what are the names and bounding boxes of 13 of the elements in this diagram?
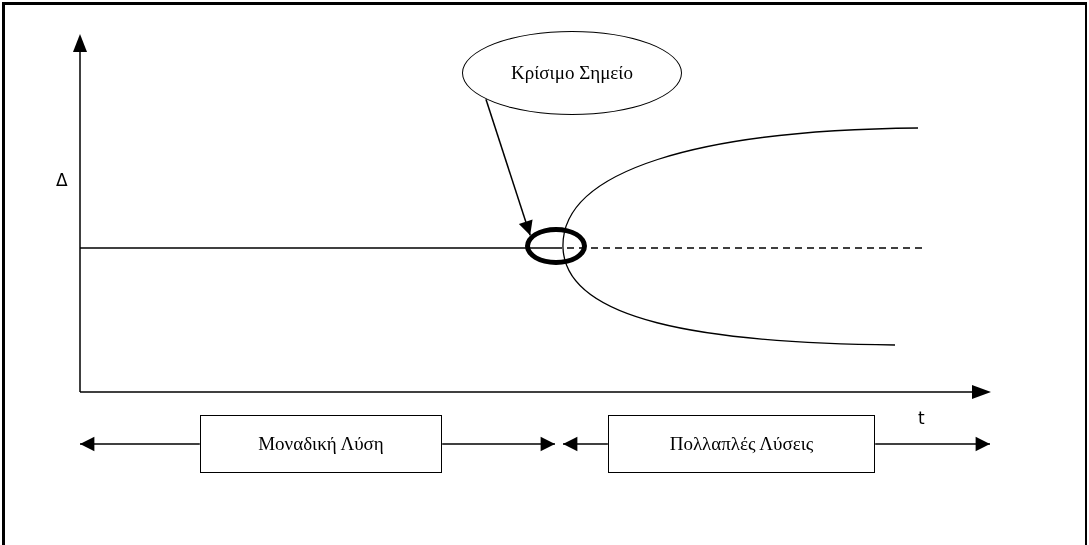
region-box	[200, 415, 442, 473]
arrow	[485, 98, 533, 237]
arrow	[562, 436, 609, 452]
arrow	[441, 436, 556, 452]
axis-label: t	[918, 408, 925, 428]
arrow	[874, 436, 991, 452]
node-label: Κρίσιμο Σημείο	[511, 62, 633, 84]
axis-label: Δ	[56, 170, 68, 190]
arrow	[79, 436, 201, 452]
region-box	[608, 415, 875, 473]
node-label: Πολλαπλές Λύσεις	[669, 433, 814, 455]
critical-point-ring	[525, 227, 587, 265]
node-label: Μοναδική Λύση	[258, 433, 384, 455]
